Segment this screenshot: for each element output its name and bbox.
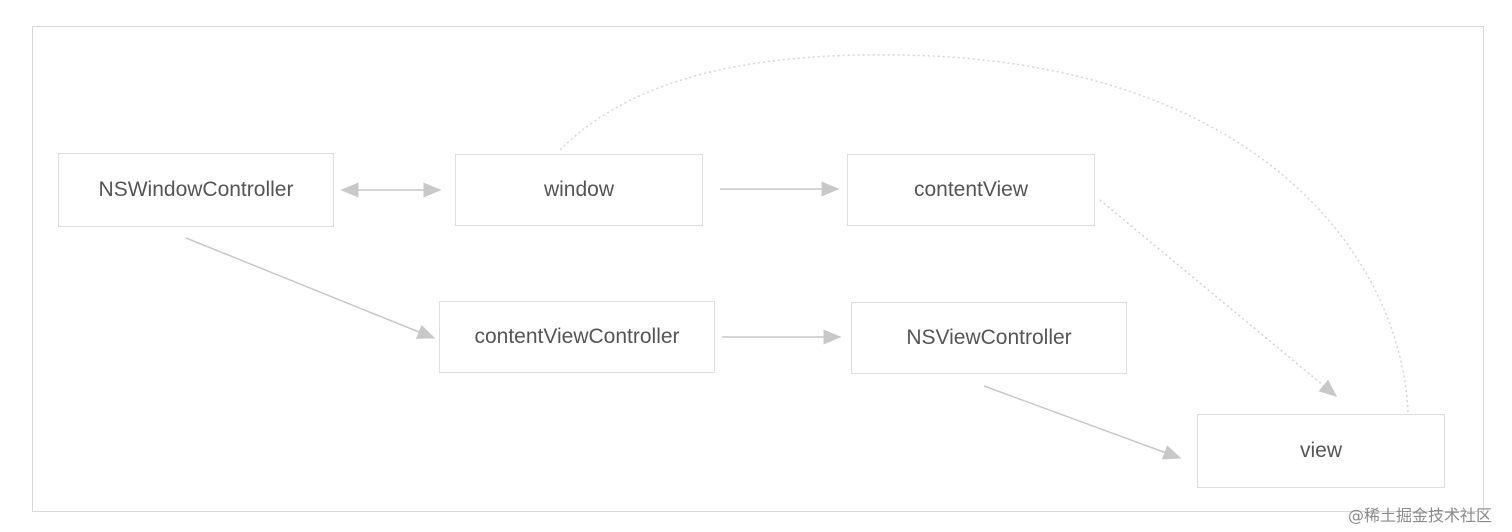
diagram-frame (32, 26, 1484, 512)
node-contentview-label: contentView (913, 178, 1029, 201)
node-nsviewcontroller-label: NSViewController (906, 326, 1072, 349)
node-nswindowcontroller-label: NSWindowController (98, 178, 294, 201)
node-nswindowcontroller: NSWindowController (58, 153, 334, 227)
edge-contentview-view (1099, 199, 1338, 397)
node-window: window (455, 154, 703, 226)
node-view-label: view (1299, 439, 1342, 462)
node-window-label: window (543, 178, 615, 201)
edge-nsviewcontroller-view (983, 385, 1182, 460)
node-contentviewcontroller: contentViewController (439, 301, 715, 373)
edge-view-window-curve (559, 54, 1409, 413)
node-contentviewcontroller-label: contentViewController (474, 325, 680, 348)
node-view: view (1197, 414, 1445, 488)
node-nsviewcontroller: NSViewController (851, 302, 1127, 374)
watermark: @稀土掘金技术社区 (1347, 506, 1492, 525)
edge-nswindowcontroller-contentviewcontroller (185, 237, 436, 339)
node-contentview: contentView (847, 154, 1095, 226)
